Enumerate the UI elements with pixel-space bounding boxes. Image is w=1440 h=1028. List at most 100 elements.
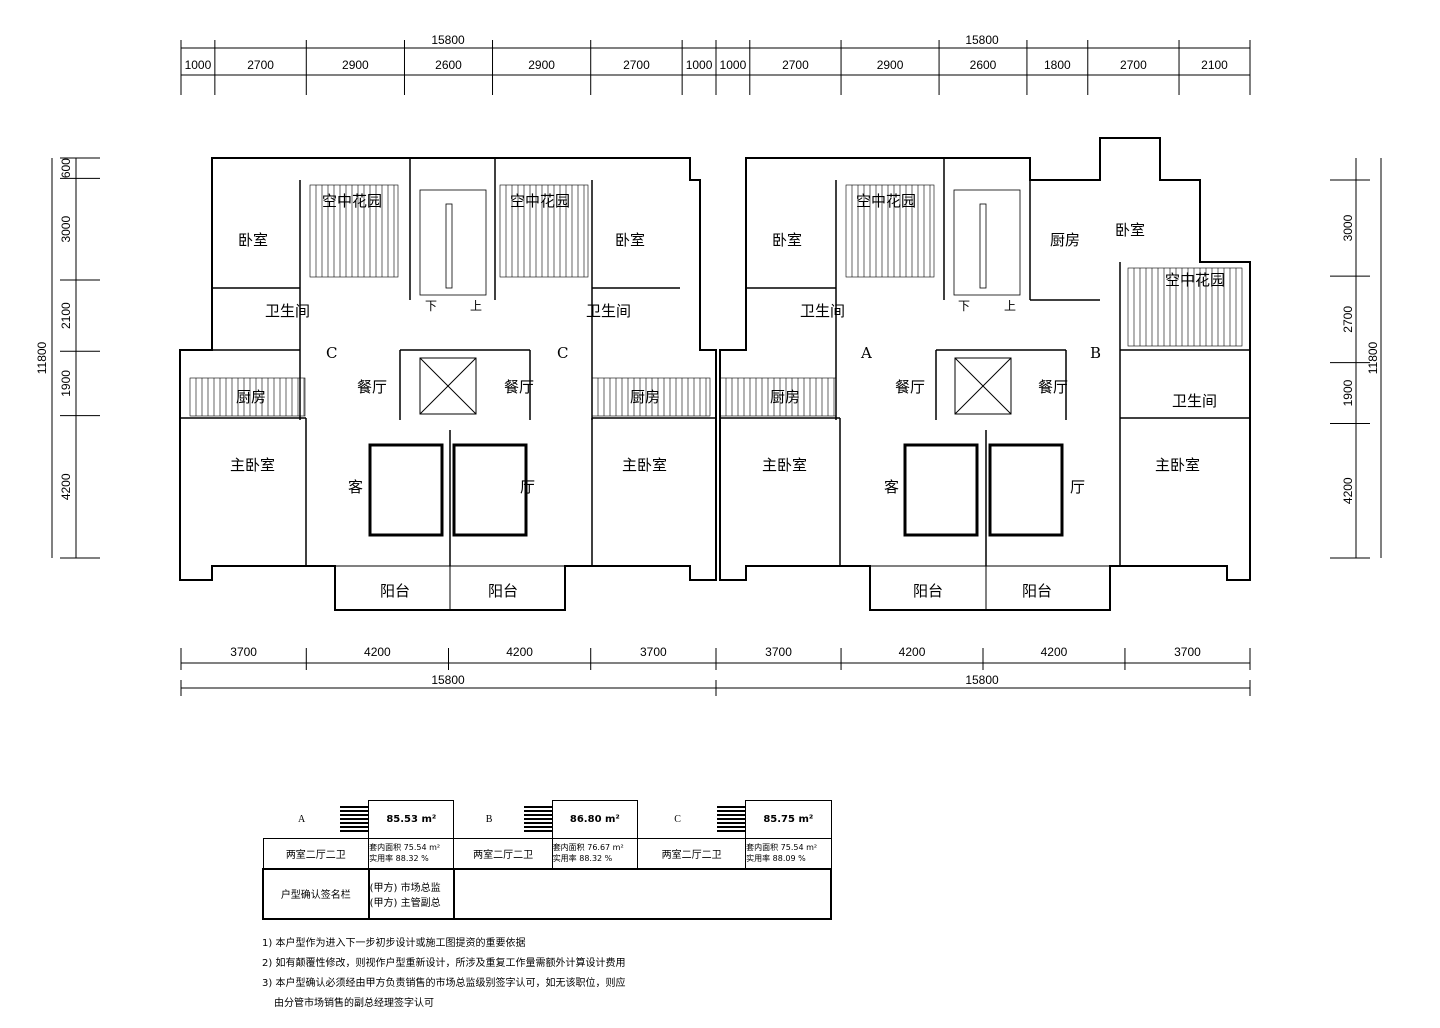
room-balcony-1: 阳台 — [380, 582, 410, 600]
top-seg-left-5: 2700 — [623, 58, 650, 72]
signature-label: 户型确认签名栏 — [262, 867, 370, 920]
room-bathroom-3: 卫生间 — [800, 302, 845, 320]
room-kitchen-2: 厨房 — [630, 388, 660, 406]
room-dining-4: 餐厅 — [1038, 378, 1068, 396]
floor-plan: 15800 15800 1000 2700 2900 2600 2900 2700 1000 10… — [35, 33, 1382, 696]
unit-label-c2: C — [557, 344, 568, 362]
type-a-layout: 两室二厅二卫 — [262, 838, 370, 869]
right-dim-3: 4200 — [1341, 477, 1355, 504]
top-seg-right-6: 2100 — [1201, 58, 1228, 72]
room-balcony-2: 阳台 — [488, 582, 518, 600]
right-dim-0: 3000 — [1341, 214, 1355, 241]
top-seg-left-3: 2600 — [435, 58, 462, 72]
room-kitchen-4: 厨房 — [770, 388, 800, 406]
swatch-icon — [340, 801, 369, 839]
room-bedroom-2: 卧室 — [615, 231, 645, 249]
stair-up-1: 上 — [470, 299, 482, 313]
type-b-area: 86.80 m² — [551, 800, 639, 839]
room-kitchen-1: 厨房 — [236, 388, 266, 406]
left-total: 11800 — [35, 341, 49, 374]
top-seg-right-3: 2600 — [970, 58, 997, 72]
stair-down-2: 下 — [958, 299, 970, 313]
bottom-seg-left-2: 4200 — [506, 645, 533, 659]
bottom-total-left: 15800 — [431, 673, 465, 687]
type-c-stats: 套内面积 75.54 m² 实用率 88.09 % — [745, 838, 832, 869]
top-seg-left-2: 2900 — [342, 58, 369, 72]
bottom-seg-right-2: 4200 — [1041, 645, 1068, 659]
type-c-letter: C — [674, 813, 681, 825]
note-2: 2) 如有颠覆性修改，则视作户型重新设计，所涉及重复工作量需额外计算设计费用 — [262, 958, 626, 969]
top-seg-left-6: 1000 — [686, 58, 713, 72]
room-balcony-3: 阳台 — [913, 582, 943, 600]
room-bedroom-1: 卧室 — [238, 231, 268, 249]
top-seg-right-0: 1000 — [720, 58, 747, 72]
unit-label-a: A — [860, 344, 872, 362]
unit-label-b: B — [1090, 344, 1101, 362]
bottom-total-right: 15800 — [965, 673, 999, 687]
left-dim-4: 4200 — [59, 473, 73, 500]
type-b-stats: 套内面积 76.67 m² 实用率 88.32 % — [551, 838, 639, 869]
bottom-seg-left-0: 3700 — [230, 645, 257, 659]
room-bedroom-3: 卧室 — [772, 231, 802, 249]
bottom-seg-right-1: 4200 — [899, 645, 926, 659]
room-dining-3: 餐厅 — [895, 378, 925, 396]
unit-summary-table: A 85.53 m² B 86.80 m² C 85.75 m² 两室二厅二卫 … — [262, 800, 833, 920]
note-1: 1) 本户型作为进入下一步初步设计或施工图提资的重要依据 — [262, 938, 526, 949]
room-garden-3: 空中花园 — [856, 192, 916, 210]
room-master-2: 主卧室 — [622, 456, 667, 474]
note-3: 3) 本户型确认必须经由甲方负责销售的市场总监级别签字认可，如无该职位，则应 — [262, 978, 626, 989]
bottom-seg-right-0: 3700 — [765, 645, 792, 659]
room-living-1a: 客 — [348, 478, 363, 496]
top-total-left: 15800 — [431, 33, 465, 47]
room-master-1: 主卧室 — [230, 456, 275, 474]
top-seg-right-4: 1800 — [1044, 58, 1071, 72]
room-balcony-4: 阳台 — [1022, 582, 1052, 600]
unit-label-c1: C — [326, 344, 337, 362]
left-dim-1: 3000 — [59, 216, 73, 243]
type-a-area: 85.53 m² — [368, 800, 455, 839]
swatch-icon — [523, 801, 553, 839]
note-4: 由分管市场销售的副总经理签字认可 — [274, 998, 434, 1009]
top-total-right: 15800 — [965, 33, 999, 47]
right-total: 11800 — [1366, 341, 1380, 374]
type-c-layout: 两室二厅二卫 — [637, 838, 747, 869]
room-garden-4: 空中花园 — [1165, 271, 1225, 289]
type-c-area: 85.75 m² — [745, 800, 832, 839]
stair-up-2: 上 — [1004, 299, 1016, 313]
right-dim-2: 1900 — [1341, 379, 1355, 406]
room-living-2b: 厅 — [1070, 478, 1085, 496]
room-master-3: 主卧室 — [762, 456, 807, 474]
top-seg-left-0: 1000 — [185, 58, 212, 72]
left-dim-3: 1900 — [59, 370, 73, 397]
bottom-seg-right-3: 3700 — [1174, 645, 1201, 659]
notes: 1) 本户型作为进入下一步初步设计或施工图提资的重要依据 2) 如有颠覆性修改，… — [262, 934, 625, 1014]
room-bathroom-2: 卫生间 — [586, 302, 631, 320]
room-dining-1: 餐厅 — [357, 378, 387, 396]
type-b-letter: B — [485, 813, 493, 825]
top-seg-left-4: 2900 — [528, 58, 555, 72]
room-garden-1: 空中花园 — [322, 192, 382, 210]
room-living-2a: 客 — [884, 478, 899, 496]
room-dining-2: 餐厅 — [504, 378, 534, 396]
top-seg-right-5: 2700 — [1120, 58, 1147, 72]
room-living-1b: 厅 — [520, 478, 535, 496]
bottom-seg-left-1: 4200 — [364, 645, 391, 659]
room-kitchen-3: 厨房 — [1050, 231, 1080, 249]
swatch-icon — [717, 801, 746, 839]
type-a-letter: A — [297, 813, 306, 825]
type-b-layout: 两室二厅二卫 — [453, 838, 553, 869]
signature-roles: (甲方) 市场总监 (甲方) 主管副总 — [367, 867, 455, 920]
top-seg-right-1: 2700 — [782, 58, 809, 72]
top-seg-right-2: 2900 — [877, 58, 904, 72]
left-dim-0: 600 — [59, 158, 73, 178]
right-dim-1: 2700 — [1341, 306, 1355, 333]
signature-field[interactable] — [452, 867, 833, 920]
room-bedroom-4: 卧室 — [1115, 221, 1145, 239]
room-garden-2: 空中花园 — [510, 192, 570, 210]
room-bathroom-1: 卫生间 — [265, 302, 310, 320]
top-seg-left-1: 2700 — [247, 58, 274, 72]
room-bathroom-4: 卫生间 — [1172, 392, 1217, 410]
left-dim-2: 2100 — [59, 302, 73, 329]
bottom-seg-left-3: 3700 — [640, 645, 667, 659]
stair-down-1: 下 — [425, 299, 437, 313]
